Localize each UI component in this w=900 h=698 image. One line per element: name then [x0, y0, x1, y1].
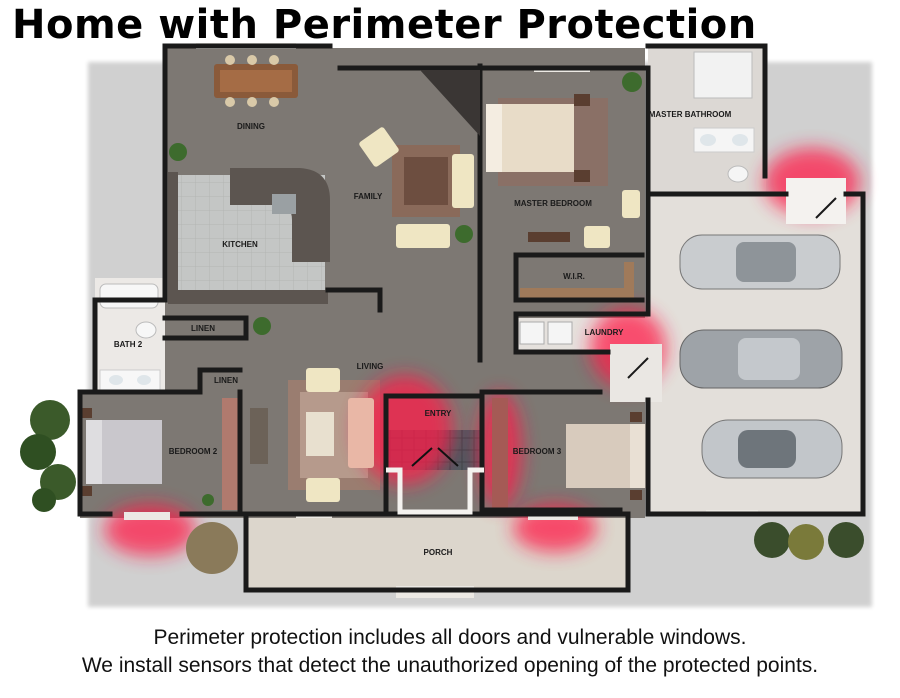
living-furniture [250, 368, 374, 502]
master-bath-fixtures [693, 51, 755, 183]
walls [77, 43, 866, 593]
family-sofas [359, 127, 474, 248]
laundry-garage-door [610, 344, 662, 402]
room-label-living: LIVING [357, 362, 384, 371]
room-label-linen-1: LINEN [191, 324, 215, 333]
room-label-wir: W.I.R. [563, 272, 585, 281]
room-label-kitchen: KITCHEN [222, 240, 258, 249]
master-chair [584, 226, 610, 248]
bedroom2-closet [222, 398, 238, 510]
garage-cars [679, 234, 843, 479]
room-label-bedroom-2: BEDROOM 2 [169, 447, 218, 456]
bedroom3-closet [492, 398, 508, 510]
room-label-master-bedroom: MASTER BEDROOM [514, 199, 592, 208]
plants [20, 72, 864, 574]
room-label-master-bathroom: MASTER BATHROOM [649, 110, 732, 119]
garage-side-door [786, 178, 846, 224]
page-title: Home with Perimeter Protection [12, 2, 757, 48]
master-bed [486, 94, 590, 182]
master-desk [528, 232, 570, 242]
sensor-glow-entry-door [357, 375, 453, 485]
room-label-dining: DINING [237, 122, 265, 131]
room-label-bedroom-3: BEDROOM 3 [513, 447, 562, 456]
room-label-linen-2: LINEN [214, 376, 238, 385]
room-label-porch: PORCH [424, 548, 453, 557]
dining-table [214, 55, 298, 107]
wir-shelf [520, 288, 634, 298]
caption-line-2: We install sensors that detect the unaut… [81, 654, 819, 677]
room-label-entry: ENTRY [425, 409, 452, 418]
room-label-laundry: LAUNDRY [585, 328, 624, 337]
room-label-family: FAMILY [354, 192, 383, 201]
room-label-bath-2: BATH 2 [114, 340, 143, 349]
caption-line-1: Perimeter protection includes all doors … [153, 626, 747, 649]
dryer [547, 321, 573, 345]
fireplace [420, 70, 480, 136]
kitchen-counters [168, 168, 330, 304]
bedroom2-bed [80, 408, 162, 496]
washer [519, 321, 545, 345]
bedroom3-bed [566, 412, 646, 500]
